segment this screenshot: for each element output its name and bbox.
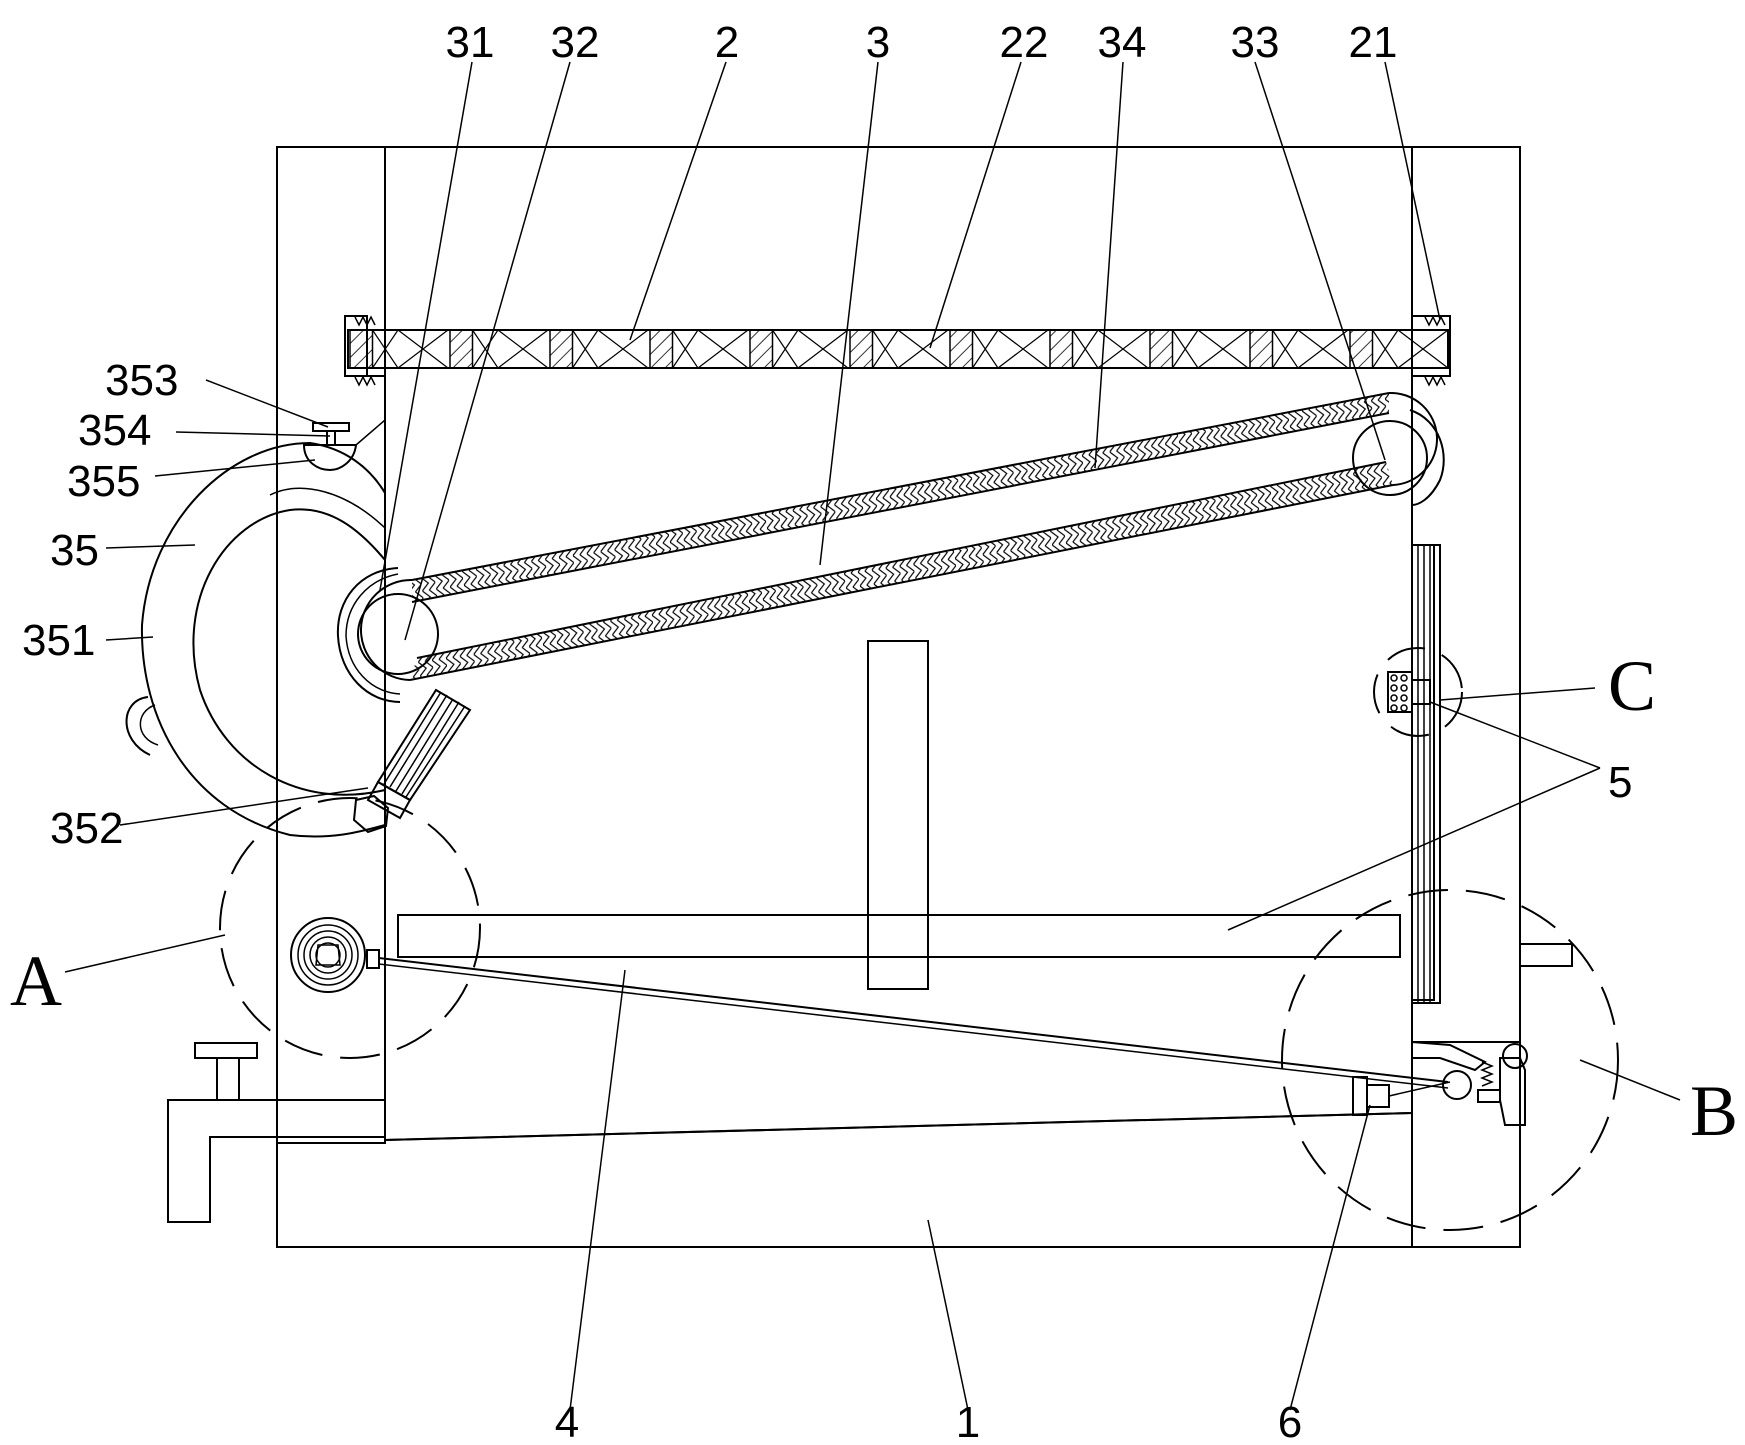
callout-labels: 31 32 2 3 22 34 33 21 353 354 355 35 351… [10, 18, 1738, 1445]
screen-hatched-cell [949, 329, 974, 369]
label-4: 4 [555, 1398, 579, 1445]
screen-hatched-cell [549, 329, 574, 369]
label-A: A [10, 941, 62, 1021]
label-355: 355 [67, 457, 140, 506]
screen-cross-cell [997, 329, 1049, 369]
label-32: 32 [551, 18, 600, 67]
label-5: 5 [1608, 758, 1632, 807]
screen-cross-cell [672, 329, 699, 369]
screen-cross-cell [372, 329, 399, 369]
central-structure [397, 640, 1401, 990]
c-mechanism [1387, 671, 1431, 713]
filter-screen [347, 315, 1449, 387]
screen-cross-cell [472, 329, 499, 369]
screen-cross-cell [972, 329, 999, 369]
screen-cross-cell [1072, 329, 1099, 369]
drain-valve [167, 1042, 386, 1223]
screen-cross-cell [1297, 329, 1349, 369]
label-33: 33 [1231, 18, 1280, 67]
screen-hatched-cell [1349, 329, 1374, 369]
screen-cross-cell [397, 329, 449, 369]
screen-cross-cell [797, 329, 849, 369]
label-B: B [1690, 1071, 1738, 1151]
reel-detail [290, 917, 1449, 1089]
screen-cross-cell [1097, 329, 1149, 369]
label-34: 34 [1098, 18, 1147, 67]
screen-cross-cell [1272, 329, 1299, 369]
label-1: 1 [956, 1398, 980, 1445]
screen-hatched-cell [849, 329, 874, 369]
screen-cross-cell [897, 329, 949, 369]
screen-hatched-cell [349, 329, 374, 369]
screen-cross-cell [1197, 329, 1249, 369]
screen-cross-cell [1372, 329, 1399, 369]
screen-hatched-cell [1249, 329, 1274, 369]
screen-hatched-cell [749, 329, 774, 369]
screen-cross-cell [1172, 329, 1199, 369]
label-3: 3 [866, 18, 890, 67]
screen-hatched-cell [649, 329, 674, 369]
label-6: 6 [1278, 1398, 1302, 1445]
right-mechanism [1352, 1040, 1528, 1126]
conveyor-assembly [336, 391, 1445, 703]
screen-hatched-cell [1049, 329, 1074, 369]
screen-cross-cell [1397, 329, 1449, 369]
label-21: 21 [1349, 18, 1398, 67]
label-2: 2 [715, 18, 739, 67]
label-C: C [1608, 646, 1656, 726]
screen-cross-cell [497, 329, 549, 369]
screen-cross-cell [772, 329, 799, 369]
label-31: 31 [446, 18, 495, 67]
screen-cross-cell [697, 329, 749, 369]
label-35: 35 [50, 526, 99, 575]
screen-hatched-cell [449, 329, 474, 369]
housing-body [276, 146, 1573, 1248]
brush-assembly [352, 688, 472, 834]
label-352: 352 [50, 804, 123, 853]
label-354: 354 [78, 406, 151, 455]
label-22: 22 [1000, 18, 1049, 67]
label-353: 353 [105, 356, 178, 405]
label-351: 351 [22, 616, 95, 665]
screen-hatched-cell [1149, 329, 1174, 369]
detail-circles [219, 647, 1619, 1231]
screen-cross-cell [872, 329, 899, 369]
screen-cross-cell [597, 329, 649, 369]
leader-lines [64, 61, 1681, 1411]
screen-cross-cell [572, 329, 599, 369]
